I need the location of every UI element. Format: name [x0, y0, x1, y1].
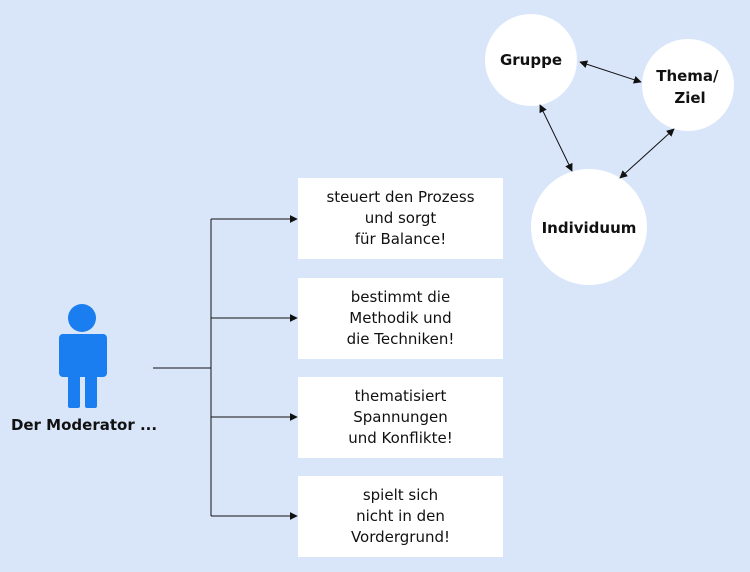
individual-circle	[531, 169, 647, 285]
task-box-2: bestimmt die Methodik und die Techniken!	[298, 278, 503, 359]
task-text-2: bestimmt die Methodik und die Techniken!	[346, 288, 455, 348]
group-label: Gruppe	[500, 51, 562, 69]
arrow-group-topic	[579, 60, 642, 84]
moderator-label: Der Moderator ...	[10, 416, 158, 434]
person-icon	[59, 304, 107, 408]
individual-label: Individuum	[542, 219, 637, 237]
task-text-4: spielt sich nicht in den Vordergrund!	[350, 486, 451, 546]
individual-label-line: Individuum	[542, 219, 637, 237]
task-text-3: thematisiert Spannungen und Konflikte!	[348, 387, 453, 447]
task-text-1: steuert den Prozess und sorgt für Balanc…	[326, 188, 475, 248]
task-box-1: steuert den Prozess und sorgt für Balanc…	[298, 178, 503, 259]
arrow-topic-individual	[619, 128, 675, 179]
topic-label-line-1: Thema/	[656, 67, 719, 85]
topic-label-line-2: Ziel	[674, 89, 705, 107]
topic-circle	[642, 39, 734, 131]
task-box-3: thematisiert Spannungen und Konflikte!	[298, 377, 503, 458]
task-box-4: spielt sich nicht in den Vordergrund!	[298, 476, 503, 557]
topic-label: Thema/ Ziel	[656, 67, 724, 107]
group-circle	[485, 14, 577, 106]
arrow-group-individual	[539, 104, 573, 172]
group-label-line: Gruppe	[500, 51, 562, 69]
